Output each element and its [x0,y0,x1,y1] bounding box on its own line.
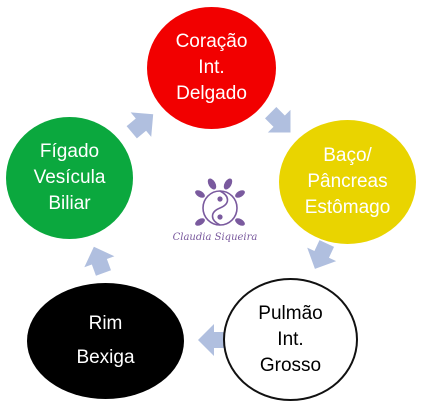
node-spleen-line-1: Baço/ [323,145,372,166]
arrow-shape [84,246,115,276]
node-kidney-line-2: Bexiga [76,347,135,368]
arrow-shape [126,112,154,139]
node-lung-line-1: Pulmão [258,302,323,324]
node-heart-line-2: Int. [198,57,225,78]
node-heart: Coração Int. Delgado [147,7,276,129]
node-spleen-line-3: Estômago [304,197,391,218]
node-heart-line-1: Coração [175,31,248,52]
node-heart-line-3: Delgado [176,83,247,104]
arrow-spleen-to-lung [307,240,337,269]
arrow-liver-to-heart [126,112,154,139]
node-liver-line-2: Vesícula [33,167,106,188]
node-lung-line-2: Int. [277,328,304,350]
node-lung: Pulmão Int. Grosso [223,278,358,401]
yin-yang-leaf-logo-icon [195,178,245,226]
node-liver: Fígado Vesícula Biliar [6,117,133,239]
arrow-kidney-to-liver [84,246,115,276]
node-liver-line-3: Biliar [48,193,91,214]
node-kidney-line-1: Rim [88,313,123,334]
arrow-lung-to-kidney [198,324,226,356]
node-liver-line-1: Fígado [39,141,100,162]
arrow-shape [198,324,226,356]
node-spleen-line-2: Pâncreas [307,171,388,192]
arrow-shape [265,107,291,133]
signature-text: Claudia Siqueira [172,232,258,243]
node-lung-line-3: Grosso [259,354,322,376]
arrow-heart-to-spleen [265,107,291,133]
arrow-shape [307,240,337,269]
node-spleen: Baço/ Pâncreas Estômago [279,120,416,244]
node-kidney: Rim Bexiga [27,283,184,399]
